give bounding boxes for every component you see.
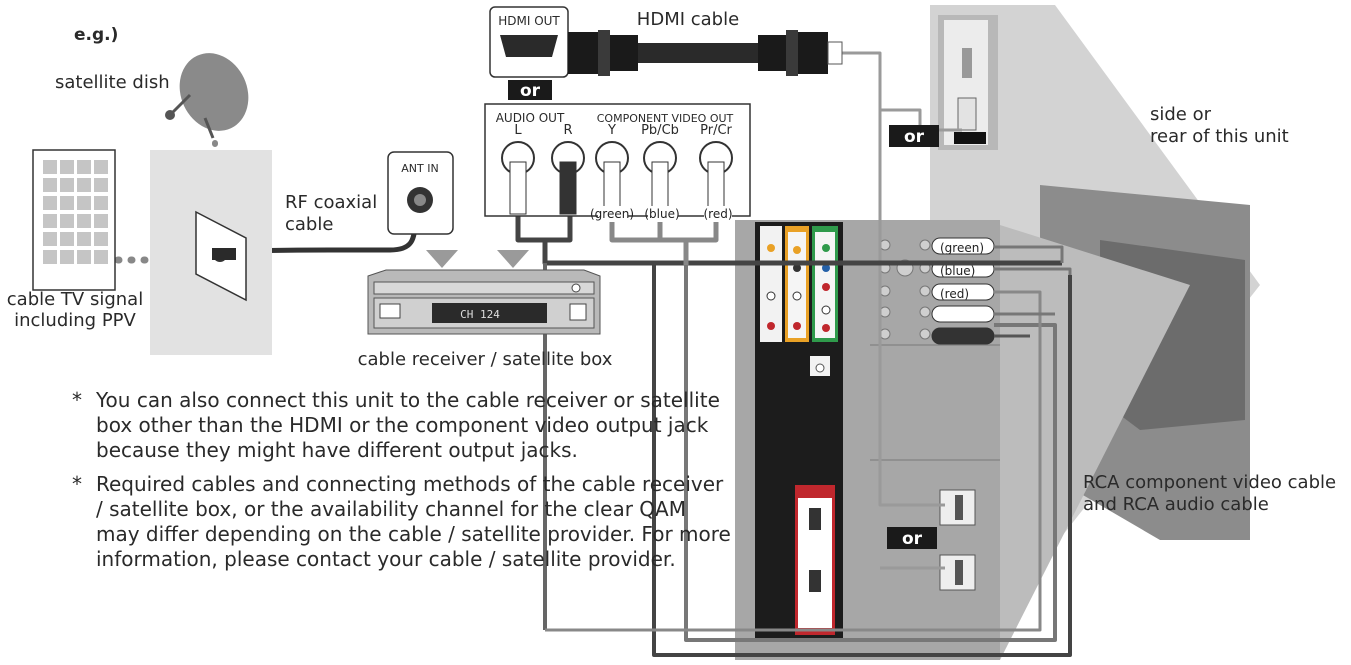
satellite-dish-icon: [165, 53, 249, 139]
rf-cable-label-1: RF coaxial: [285, 192, 377, 213]
jack-label-pb: Pb/Cb: [641, 123, 679, 138]
note-bullet: *: [72, 472, 82, 496]
or-badge-rear: [887, 527, 937, 549]
or-badge-hdmi: [508, 80, 552, 100]
or-badge-side: [889, 125, 939, 147]
jack-label-l: L: [514, 123, 522, 138]
side-color-red: (red): [940, 287, 969, 301]
box-display-text: CH 124: [460, 308, 500, 321]
side-label-2: rear of this unit: [1150, 126, 1289, 147]
note-text-1: You can also connect this unit to the ca…: [96, 388, 720, 462]
or-text-1: or: [520, 81, 541, 101]
hdmi-cable-label: HDMI cable: [637, 9, 739, 30]
cable-tv-label-2: including PPV: [14, 310, 136, 331]
hdmi-out-label: HDMI OUT: [498, 14, 560, 28]
note-item: * Required cables and connecting methods…: [72, 472, 732, 572]
side-label-1: side or: [1150, 104, 1212, 125]
hdmi-plug-left: [568, 32, 598, 74]
audio-out-label: AUDIO OUT: [496, 111, 565, 125]
hdmi-cable-body: [638, 43, 758, 63]
note-bullet: *: [72, 388, 82, 412]
side-color-blue: (blue): [940, 264, 975, 278]
rca-plugs: [501, 141, 733, 215]
cable-tv-label-1: cable TV signal: [7, 289, 143, 310]
notes: * You can also connect this unit to the …: [72, 388, 732, 581]
jack-label-r: R: [563, 123, 572, 138]
rca-label-2: and RCA audio cable: [1083, 494, 1269, 515]
color-blue-label: (blue): [644, 207, 679, 221]
side-color-green: (green): [940, 241, 984, 255]
hdmi-port-shape: [500, 35, 558, 57]
or-text-3: or: [904, 127, 925, 147]
color-red-label: (red): [703, 207, 732, 221]
arrow-down-1-icon: [426, 250, 458, 268]
arrow-down-2-icon: [497, 250, 529, 268]
jack-label-y: Y: [607, 123, 616, 138]
rca-label-1: RCA component video cable: [1083, 472, 1336, 493]
color-green-label: (green): [590, 207, 634, 221]
jack-label-pr: Pr/Cr: [700, 123, 732, 138]
note-item: * You can also connect this unit to the …: [72, 388, 732, 463]
hdmi-plug-right: [758, 35, 786, 71]
component-out-label: COMPONENT VIDEO OUT: [597, 112, 734, 125]
digital-audio-block: [760, 226, 782, 342]
ant-in-label: ANT IN: [401, 162, 438, 175]
rf-cable-label-2: cable: [285, 214, 333, 235]
or-text-4: or: [902, 529, 923, 549]
building-icon: [32, 149, 116, 291]
note-text-2: Required cables and connecting methods o…: [96, 472, 731, 571]
example-label: e.g.): [74, 25, 118, 45]
satellite-dish-label: satellite dish: [55, 72, 170, 93]
cable-receiver-box: CH 124: [367, 269, 601, 335]
box-label: cable receiver / satellite box: [358, 349, 613, 370]
